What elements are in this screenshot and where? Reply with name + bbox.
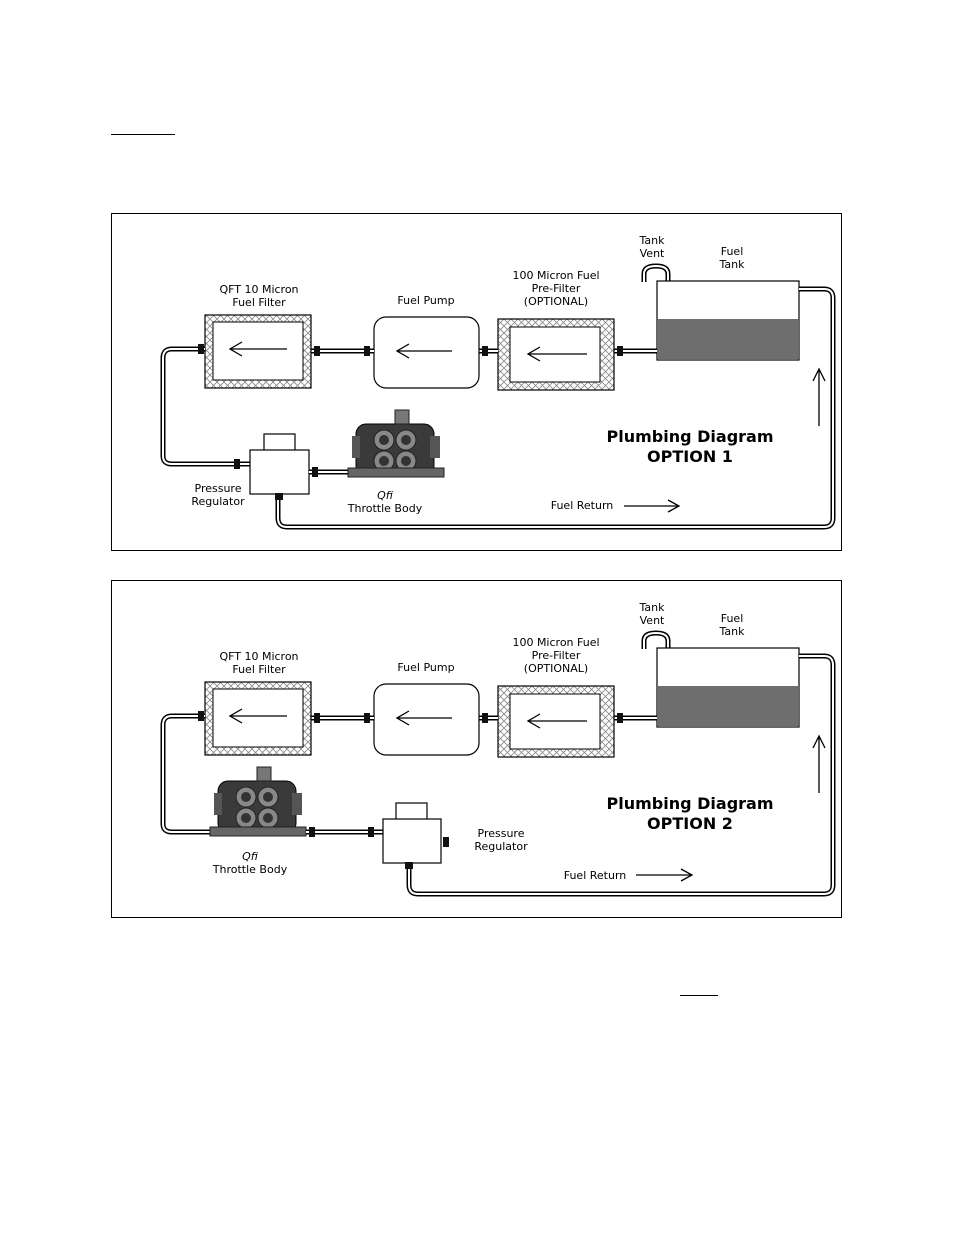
pressure-regulator bbox=[249, 433, 310, 500]
throttle-label-line1: Qfi bbox=[377, 489, 394, 502]
text-underline bbox=[680, 995, 718, 996]
diagram-title-line2: OPTION 1 bbox=[647, 447, 733, 466]
diagram-title-line1: Plumbing Diagram bbox=[607, 794, 774, 813]
filter-label-line1: QFT 10 Micron bbox=[219, 650, 298, 663]
diagram-title-line1: Plumbing Diagram bbox=[607, 427, 774, 446]
throttle-body-icon bbox=[209, 766, 307, 837]
fuel-tank-label-line1: Fuel bbox=[721, 245, 744, 258]
diagram-title-line2: OPTION 2 bbox=[647, 814, 733, 833]
fuel-return-arrow-icon bbox=[636, 868, 694, 882]
filter-label-line1: QFT 10 Micron bbox=[219, 283, 298, 296]
fuel-return-label: Fuel Return bbox=[551, 499, 614, 512]
return-arrow-icon bbox=[812, 734, 826, 793]
fuel-return-label: Fuel Return bbox=[564, 869, 627, 882]
regulator-label-line1: Pressure bbox=[478, 827, 525, 840]
main-filter bbox=[204, 314, 312, 389]
fuel-pump-label: Fuel Pump bbox=[397, 294, 454, 307]
regulator-label-line2: Regulator bbox=[191, 495, 245, 508]
tank-vent-label-line1: Tank bbox=[639, 234, 666, 247]
fuel-pump-label: Fuel Pump bbox=[397, 661, 454, 674]
prefilter-label-line2: Pre-Filter bbox=[532, 282, 581, 295]
main-filter bbox=[204, 681, 312, 756]
return-arrow-icon bbox=[812, 367, 826, 426]
throttle-label-line2: Throttle Body bbox=[212, 863, 288, 876]
fuel-tank-label-line1: Fuel bbox=[721, 612, 744, 625]
fuel-tank-label-line2: Tank bbox=[719, 625, 746, 638]
tank-vent-label-line2: Vent bbox=[640, 247, 665, 260]
fuel-tank-label-line2: Tank bbox=[719, 258, 746, 271]
flow-arrow-icon bbox=[228, 341, 287, 357]
diagram-1-svg: Tank Vent Fuel Tank 100 Micron Fuel Pre-… bbox=[160, 234, 836, 530]
fuel-tank bbox=[656, 647, 800, 728]
throttle-body-icon bbox=[347, 409, 445, 478]
prefilter bbox=[497, 318, 615, 391]
regulator-label-line2: Regulator bbox=[474, 840, 528, 853]
diagram-2-svg: Tank Vent Fuel Tank 100 Micron Fuel Pre-… bbox=[160, 601, 836, 897]
prefilter-label-line1: 100 Micron Fuel bbox=[512, 636, 599, 649]
plumbing-diagram-option-2: Tank Vent Fuel Tank 100 Micron Fuel Pre-… bbox=[111, 580, 842, 918]
prefilter-label-line1: 100 Micron Fuel bbox=[512, 269, 599, 282]
regulator-label-line1: Pressure bbox=[195, 482, 242, 495]
throttle-label-line1: Qfi bbox=[242, 850, 259, 863]
fuel-pump bbox=[373, 683, 480, 756]
fuel-pump bbox=[373, 316, 480, 389]
flow-arrow-icon bbox=[395, 343, 452, 359]
tank-vent-label-line2: Vent bbox=[640, 614, 665, 627]
prefilter-label-line3: (OPTIONAL) bbox=[524, 295, 588, 308]
pressure-regulator bbox=[382, 802, 449, 869]
throttle-label-line2: Throttle Body bbox=[347, 502, 423, 515]
flow-arrow-icon bbox=[526, 713, 587, 729]
flow-arrow-icon bbox=[228, 708, 287, 724]
flow-arrow-icon bbox=[526, 346, 587, 362]
tank-vent-label-line1: Tank bbox=[639, 601, 666, 614]
fuel-return-arrow-icon bbox=[624, 499, 681, 513]
filter-label-line2: Fuel Filter bbox=[232, 663, 286, 676]
filter-label-line2: Fuel Filter bbox=[232, 296, 286, 309]
plumbing-diagram-option-1: Tank Vent Fuel Tank 100 Micron Fuel Pre-… bbox=[111, 213, 842, 551]
heading-underline bbox=[111, 134, 175, 135]
prefilter-label-line2: Pre-Filter bbox=[532, 649, 581, 662]
prefilter bbox=[497, 685, 615, 758]
fuel-tank bbox=[656, 280, 800, 361]
flow-arrow-icon bbox=[395, 710, 452, 726]
prefilter-label-line3: (OPTIONAL) bbox=[524, 662, 588, 675]
